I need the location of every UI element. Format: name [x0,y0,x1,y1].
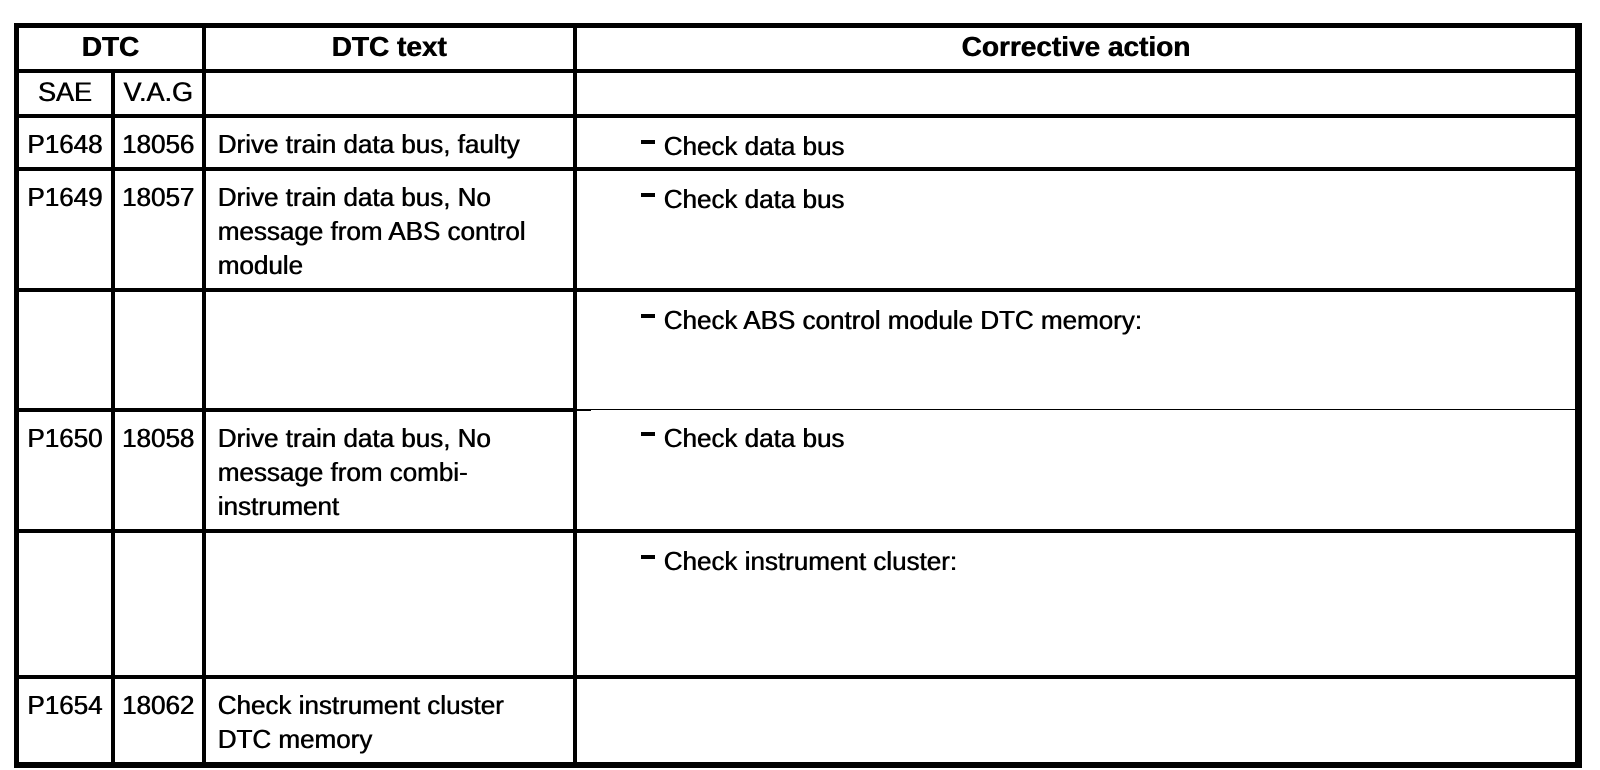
vag-code-cell [110,528,206,679]
dtc-text-cell: Drive train data bus, faulty [201,113,577,171]
sae-code-cell: P1650 [14,407,115,533]
corrective-action-cell: Check instrument cluster: [572,528,1581,679]
corrective-action-cell: Check data bus [572,113,1581,171]
sae-code-cell: P1654 [14,674,115,767]
table-row-p1650: P1650 18058 Drive train data bus, No mes… [14,407,1581,533]
dash-bullet-icon [640,432,655,436]
corrective-action-cell: Check data bus [572,166,1581,292]
vag-code-cell: 18057 [110,166,206,292]
action-text: Check ABS control module DTC memory: [663,304,1142,335]
empty-cell [572,68,1581,118]
corrective-action-header: Corrective action [572,23,1581,73]
dash-bullet-icon [640,554,655,559]
sae-code-cell [14,528,115,679]
vag-header: V.A.G [110,68,206,118]
table-row-p1654: P1654 18062 Check instrument cluster DTC… [14,674,1581,767]
vag-code-cell [110,287,206,412]
dtc-text-cell [201,528,577,679]
vag-code-cell: 18058 [110,407,206,533]
table-row-instrument-cluster: Check instrument cluster: [14,528,1581,679]
vag-code-cell: 18056 [110,113,206,171]
dtc-text-cell: Check instrument cluster DTC memory [201,674,577,767]
action-text: Check data bus [663,423,845,453]
corrective-action-cell: Check ABS control module DTC memory: [572,287,1581,410]
sae-code-cell [14,287,115,412]
table-row-abs-memory: Check ABS control module DTC memory: [14,287,1581,412]
sae-code-cell: P1649 [14,166,115,292]
action-text: Check data bus [663,130,845,161]
table-row-p1649: P1649 18057 Drive train data bus, No mes… [14,166,1581,292]
action-text: Check data bus [663,183,845,214]
dash-bullet-icon [640,313,655,318]
header-row-sub: SAE V.A.G [14,68,1581,118]
action-text: Check instrument cluster: [663,545,957,576]
corrective-action-cell: Check data bus [572,409,1581,533]
dtc-text-cell: Drive train data bus, No message from co… [201,407,577,533]
dtc-header: DTC [14,23,206,73]
corrective-action-cell [572,674,1581,767]
sae-header: SAE [14,68,115,118]
dtc-text-cell: Drive train data bus, No message from AB… [201,166,577,292]
dtc-text-cell [201,287,577,412]
header-row-main: DTC DTC text Corrective action [14,23,1581,73]
dtc-table: DTC DTC text Corrective action SAE V.A.G… [14,23,1582,768]
vag-code-cell: 18062 [110,674,206,767]
dash-bullet-icon [640,139,655,144]
table-row-p1648: P1648 18056 Drive train data bus, faulty… [14,113,1581,171]
dtc-text-header: DTC text [201,23,577,73]
dash-bullet-icon [640,192,655,197]
sae-code-cell: P1648 [14,113,115,171]
empty-cell [201,68,577,118]
